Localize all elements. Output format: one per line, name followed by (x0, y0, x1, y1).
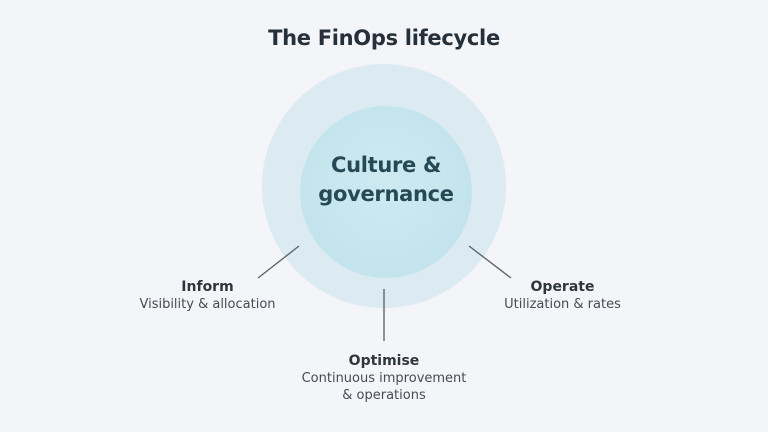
operate-connector (468, 245, 512, 279)
stage-optimise-name: Optimise (348, 353, 420, 369)
stage-optimise: Optimise Continuous improvement & operat… (284, 352, 484, 404)
center-label: Culture & governance (284, 151, 488, 209)
inform-connector (257, 245, 300, 279)
stage-operate-name: Operate (530, 279, 595, 295)
stage-inform: Inform Visibility & allocation (120, 278, 295, 313)
center-label-line-1: Culture & (330, 153, 442, 177)
stage-operate: Operate Utilization & rates (480, 278, 645, 313)
stage-inform-name: Inform (181, 279, 234, 295)
stage-operate-description: Utilization & rates (504, 297, 621, 312)
stage-optimise-description-line-1: Continuous improvement (301, 371, 467, 386)
page-title: The FinOps lifecycle (268, 26, 500, 50)
stage-optimise-description-line-2: & operations (342, 388, 426, 403)
stage-inform-description: Visibility & allocation (139, 297, 276, 312)
inner-circle (300, 106, 472, 278)
center-label-line-2: governance (318, 182, 454, 206)
